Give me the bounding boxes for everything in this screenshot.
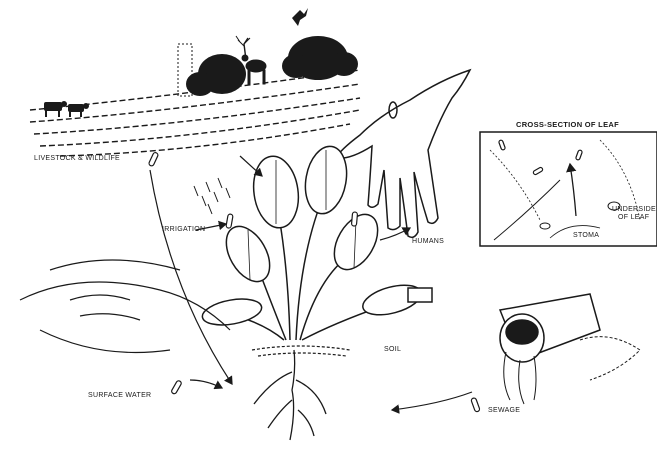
label-cross-section-title: CROSS-SECTION OF LEAF: [516, 120, 619, 129]
soil: [252, 346, 350, 356]
label-surface-water: SURFACE WATER: [88, 392, 151, 399]
roots: [254, 350, 326, 440]
bacteria-markers: [148, 140, 582, 413]
label-soil: SOIL: [384, 346, 401, 353]
sewage-pipe: [500, 294, 640, 404]
label-livestock-wildlife: LIVESTOCK & WILDLIFE: [34, 155, 120, 162]
surface-water: [20, 260, 230, 353]
livestock-icon: [44, 101, 89, 117]
leaf-cross-section: [480, 132, 657, 246]
label-irrigation: IRRIGATION: [162, 226, 205, 233]
bird-icon: [292, 8, 308, 26]
irrigation-drops: [194, 178, 230, 214]
label-of-leaf: OF LEAF: [618, 214, 649, 221]
trees: [186, 36, 358, 96]
label-underside: UNDERSIDE: [612, 206, 656, 213]
label-sewage: SEWAGE: [488, 407, 520, 414]
label-stoma: STOMA: [573, 232, 599, 239]
label-humans: HUMANS: [412, 238, 444, 245]
